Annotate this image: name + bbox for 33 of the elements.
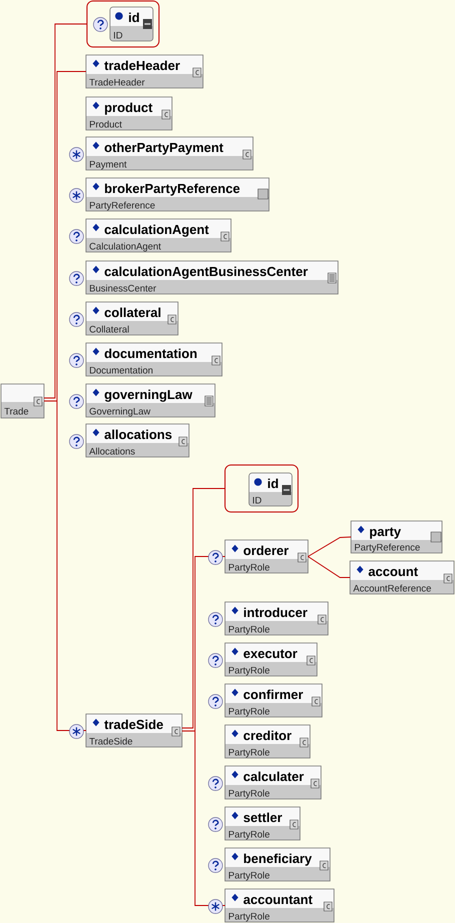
element-box: tradeHeader TradeHeader <box>86 54 204 88</box>
element-box: settler PartyRole <box>224 806 300 840</box>
connector-line <box>308 556 350 578</box>
element-box: party PartyReference <box>350 520 442 554</box>
element-box: accountant PartyRole <box>224 888 334 922</box>
element-box: product Product <box>86 96 172 130</box>
connector-line <box>44 24 88 398</box>
connector-line <box>44 71 86 731</box>
element-box: documentation Documentation <box>86 342 222 376</box>
element-box: confirmer PartyRole <box>224 684 322 718</box>
attribute-box: id ID <box>110 6 154 42</box>
element-box: collateral Collateral <box>86 302 178 336</box>
element-box: otherPartyPayment Payment <box>86 136 254 170</box>
element-box: tradeSide TradeSide <box>86 714 182 748</box>
rounded-frame <box>224 464 298 512</box>
element-box: account AccountReference <box>350 560 454 594</box>
element-box: introducer PartyRole <box>224 602 328 636</box>
element-box: brokerPartyReference PartyReference <box>86 178 270 212</box>
attribute-box: id ID <box>248 472 292 506</box>
element-box: beneficiary PartyRole <box>224 848 330 882</box>
element-box: calculater PartyRole <box>224 766 322 800</box>
element-box: executor PartyRole <box>224 642 318 676</box>
element-box: calculationAgentBusinessCenter BusinessCenter <box>86 260 338 294</box>
element-box: governingLaw GoverningLaw <box>86 384 216 418</box>
root-box: Trade <box>0 384 44 418</box>
connector-line <box>308 536 352 557</box>
element-box: creditor PartyRole <box>224 724 310 758</box>
element-box: orderer PartyRole <box>224 540 308 574</box>
connector-line <box>182 488 226 728</box>
rounded-frame <box>86 0 160 48</box>
element-box: calculationAgent CalculationAgent <box>86 218 232 252</box>
connector-line <box>182 556 226 906</box>
element-box: allocations Allocations <box>86 424 190 458</box>
